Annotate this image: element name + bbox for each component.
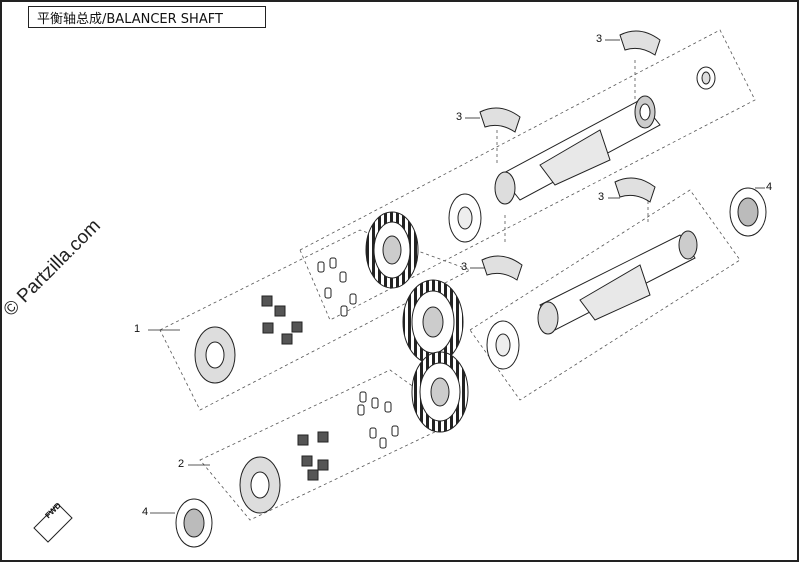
callout-3d: 3	[461, 261, 468, 273]
bearing-left	[175, 498, 213, 548]
diagram-title: 平衡轴总成/BALANCER SHAFT	[28, 6, 266, 28]
fwd-arrow-icon	[33, 503, 73, 543]
springs-lower	[297, 431, 329, 481]
pins-lower	[357, 391, 399, 449]
callout-4a: 4	[766, 181, 773, 193]
gear-lower	[411, 351, 469, 433]
callout-2: 2	[178, 458, 185, 470]
pins-upper	[317, 257, 357, 317]
damper-hub-lower	[239, 456, 281, 514]
leader-lines	[148, 39, 765, 514]
callout-3b: 3	[456, 111, 463, 123]
callout-4b: 4	[142, 506, 149, 518]
dashed-guides	[159, 29, 756, 521]
damper-hub-upper	[194, 326, 236, 384]
bushing	[696, 66, 716, 90]
washer	[448, 193, 520, 370]
callout-1: 1	[134, 323, 141, 335]
callout-3c: 3	[598, 191, 605, 203]
balancer-shaft-lower	[537, 230, 698, 335]
bearing-right	[729, 187, 767, 237]
gear-middle	[402, 279, 464, 365]
callout-3a: 3	[596, 33, 603, 45]
springs-upper	[261, 295, 303, 345]
bearing-shell	[479, 30, 661, 281]
gear-upper	[365, 211, 419, 289]
balancer-shaft-upper	[494, 95, 661, 205]
